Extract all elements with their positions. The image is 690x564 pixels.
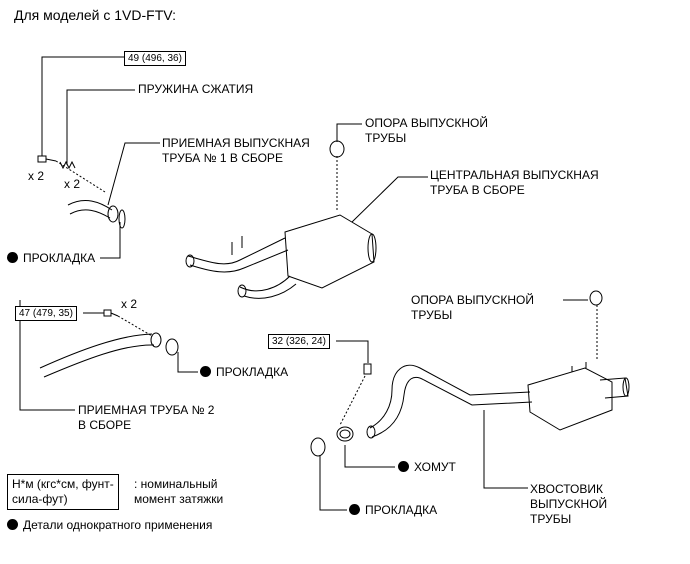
- non-reusable-dot-icon: [200, 366, 211, 377]
- clamp-drawing: [336, 426, 354, 442]
- gasket-2-drawing: [165, 338, 179, 356]
- leader-front-pipe-2: [19, 300, 75, 411]
- qty-bolts: x 2: [28, 169, 45, 183]
- label-gasket-3: ПРОКЛАДКА: [349, 503, 437, 518]
- label-gasket-1: ПРОКЛАДКА: [7, 251, 95, 266]
- leader-torque-1: [41, 56, 124, 158]
- leader-clamp: [344, 445, 395, 468]
- center-pipe-drawing: [185, 214, 377, 299]
- bolt-icon-2: [103, 309, 119, 317]
- non-reusable-dot-icon: [7, 519, 18, 530]
- leader-spring: [66, 89, 135, 165]
- legend-non-reusable: Детали однократного применения: [7, 518, 212, 533]
- leader-gasket-1: [100, 222, 121, 259]
- leader-front-pipe-1: [107, 142, 160, 206]
- torque-box-1: 49 (496, 36): [124, 51, 186, 66]
- support-2-drawing: [589, 290, 603, 306]
- leader-support-1: [336, 123, 362, 142]
- tail-pipe-drawing: [366, 362, 630, 439]
- label-front-pipe-1: ПРИЕМНАЯ ВЫПУСКНАЯ ТРУБА № 1 В СБОРЕ: [162, 136, 310, 165]
- leader-torque-3: [336, 340, 369, 363]
- label-clamp: ХОМУТ: [398, 460, 456, 475]
- legend-torque-units: Н*м (кгс*см, фунт- сила-фут): [7, 474, 119, 510]
- gasket-3-drawing: [310, 437, 326, 457]
- gasket-1-drawing: [118, 209, 126, 229]
- torque-box-2: 47 (479, 35): [15, 306, 77, 321]
- non-reusable-dot-icon: [349, 504, 360, 515]
- front-pipe-1-drawing: [67, 200, 119, 223]
- non-reusable-dot-icon: [398, 461, 409, 472]
- label-support-1: ОПОРА ВЫПУСКНОЙ ТРУБЫ: [365, 116, 488, 145]
- bolt-icon: [37, 155, 57, 163]
- leader-gasket-2: [177, 352, 198, 373]
- bolt-icon-3: [363, 363, 372, 375]
- label-tail-pipe: ХВОСТОВИК ВЫПУСКНОЙ ТРУБЫ: [530, 482, 608, 526]
- label-center-pipe: ЦЕНТРАЛЬНАЯ ВЫПУСКНАЯ ТРУБА В СБОРЕ: [430, 168, 599, 197]
- non-reusable-dot-icon: [7, 252, 18, 263]
- support-1-drawing: [329, 140, 345, 158]
- front-pipe-2-drawing: [39, 332, 162, 378]
- torque-box-3: 32 (326, 24): [268, 334, 330, 349]
- leader-center-pipe: [351, 176, 428, 223]
- label-spring: ПРУЖИНА СЖАТИЯ: [138, 82, 254, 96]
- leader-tail-pipe: [483, 410, 528, 489]
- label-gasket-2: ПРОКЛАДКА: [200, 365, 288, 380]
- leader-gasket-3: [319, 455, 347, 511]
- qty-bolts-2: x 2: [121, 297, 138, 311]
- spring-icon: [59, 160, 76, 170]
- legend-torque-desc: : номинальный момент затяжки: [134, 477, 224, 506]
- label-support-2: ОПОРА ВЫПУСКНОЙ ТРУБЫ: [411, 293, 534, 322]
- page-heading: Для моделей с 1VD-FTV:: [14, 7, 176, 23]
- label-front-pipe-2: ПРИЕМНАЯ ТРУБА № 2 В СБОРЕ: [78, 403, 215, 432]
- qty-springs: x 2: [64, 177, 81, 191]
